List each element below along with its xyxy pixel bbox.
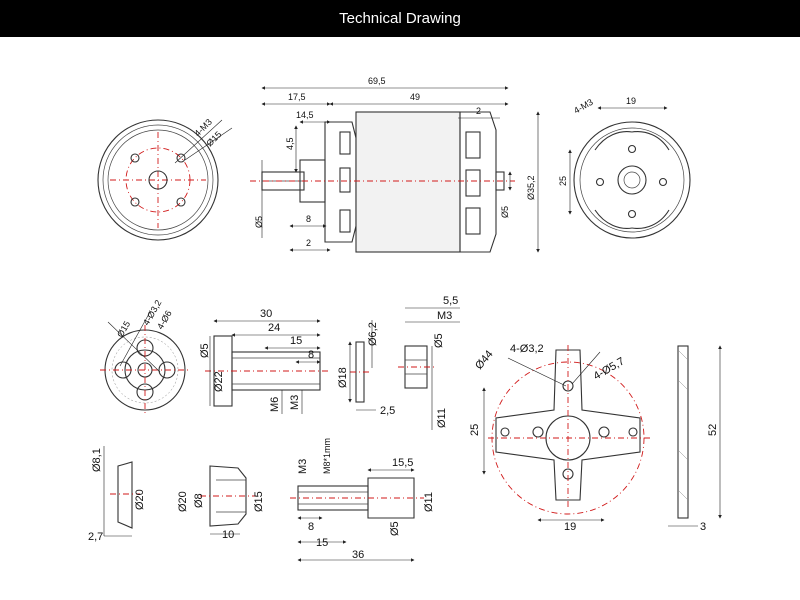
dim-14-5: 14,5 bbox=[296, 110, 314, 120]
nut-dim-5-5: 5,5 bbox=[443, 295, 458, 307]
mount-d3-label: 3 bbox=[700, 521, 706, 533]
prop-dim-24: 24 bbox=[268, 322, 280, 334]
prop-adapter-side: 30 24 15 8 Ø5 Ø22 M6 M3 bbox=[199, 308, 330, 414]
rear-view: 19 4-M3 25 bbox=[558, 96, 691, 239]
mount-d5-7-label: 4-Ø5,7 bbox=[592, 355, 627, 382]
mount-d44-label: Ø44 bbox=[473, 348, 496, 372]
dim-shaft-right: Ø5 bbox=[500, 206, 510, 218]
dim-4-5: 4,5 bbox=[285, 137, 295, 150]
dim-49: 49 bbox=[410, 92, 420, 102]
washer-d6-2: Ø6,2 bbox=[367, 322, 379, 346]
shaft-d8: 8 bbox=[308, 521, 314, 533]
rear-holes-label: 4-M3 bbox=[572, 97, 595, 116]
side-view: 69,5 17,5 49 14,5 2 4,5 8 2 Ø5 Ø5 Ø35,2 bbox=[250, 76, 540, 253]
collet: Ø20 Ø8 Ø15 10 bbox=[177, 465, 265, 541]
prop-dim-m6: M6 bbox=[269, 397, 281, 412]
cone-d2-7: 2,7 bbox=[88, 531, 103, 543]
rear-dim-25: 25 bbox=[558, 176, 568, 186]
dim-17-5: 17,5 bbox=[288, 92, 306, 102]
prop-dim-m3: M3 bbox=[289, 395, 301, 410]
cone-washer: Ø8,1 Ø20 2,7 bbox=[88, 446, 146, 543]
dim-body: Ø35,2 bbox=[526, 175, 536, 200]
washer-d18: Ø18 bbox=[337, 367, 349, 388]
mount-d25-label: 25 bbox=[469, 424, 481, 436]
dim-shaft-left: Ø5 bbox=[254, 216, 264, 228]
shaft-d11: Ø11 bbox=[423, 492, 435, 512]
shaft-d15-5: 15,5 bbox=[392, 457, 413, 469]
x-mount: 4-Ø3,2 4-Ø5,7 Ø44 25 19 bbox=[469, 343, 650, 533]
collet-d10: 10 bbox=[222, 529, 234, 541]
mount-d52-label: 52 bbox=[707, 424, 719, 436]
shaft-d15: 15 bbox=[316, 537, 328, 549]
dim-2-bottom: 2 bbox=[306, 238, 311, 248]
collet-d15: Ø15 bbox=[253, 491, 265, 512]
front-view: 4-M3 Ø15 bbox=[97, 117, 233, 241]
mount-hole-label: 4-Ø3,2 bbox=[510, 343, 544, 355]
dim-8: 8 bbox=[306, 214, 311, 224]
front-circle-label: Ø15 bbox=[204, 129, 223, 148]
shaft-d36: 36 bbox=[352, 549, 364, 561]
shaft-d5: Ø5 bbox=[389, 521, 401, 536]
prop-dim-d5: Ø5 bbox=[199, 343, 211, 358]
collet-d20: Ø20 bbox=[177, 491, 189, 512]
nut-dim-d11: Ø11 bbox=[436, 408, 448, 428]
nut-dim-d5: Ø5 bbox=[433, 333, 445, 348]
prop-dim-8: 8 bbox=[308, 349, 314, 361]
nut: 5,5 M3 Ø5 Ø11 bbox=[398, 295, 460, 430]
dim-2-top: 2 bbox=[476, 106, 481, 116]
collet-shaft: M3 M8*1mm 15,5 Ø11 8 Ø5 15 36 bbox=[290, 438, 435, 562]
prop-dim-30: 30 bbox=[260, 308, 272, 320]
collet-d8: Ø8 bbox=[193, 493, 205, 508]
cone-d8-1: Ø8,1 bbox=[91, 448, 103, 472]
mount-d19-label: 19 bbox=[564, 521, 576, 533]
prop-d15-label: Ø15 bbox=[115, 319, 132, 339]
prop-adapter-front: 4-Ø3,2 Ø15 4-Ø6 bbox=[100, 298, 190, 415]
prop-dim-d22: Ø22 bbox=[213, 371, 225, 392]
nut-dim-m3: M3 bbox=[437, 310, 452, 322]
washer-d2-5: 2,5 bbox=[380, 405, 395, 417]
technical-drawing: 4-M3 Ø15 69,5 17,5 49 14,5 2 4,5 bbox=[88, 76, 722, 562]
shaft-m3: M3 bbox=[297, 459, 309, 474]
rear-dim-19: 19 bbox=[626, 96, 636, 106]
header-title: Technical Drawing bbox=[0, 0, 800, 37]
prop-dim-15: 15 bbox=[290, 335, 302, 347]
washer: Ø18 Ø6,2 2,5 bbox=[337, 320, 395, 417]
cone-d20: Ø20 bbox=[134, 489, 146, 510]
shaft-m8: M8*1mm bbox=[322, 438, 332, 474]
mount-side: 52 3 bbox=[668, 345, 722, 533]
dim-69-5: 69,5 bbox=[368, 76, 386, 86]
